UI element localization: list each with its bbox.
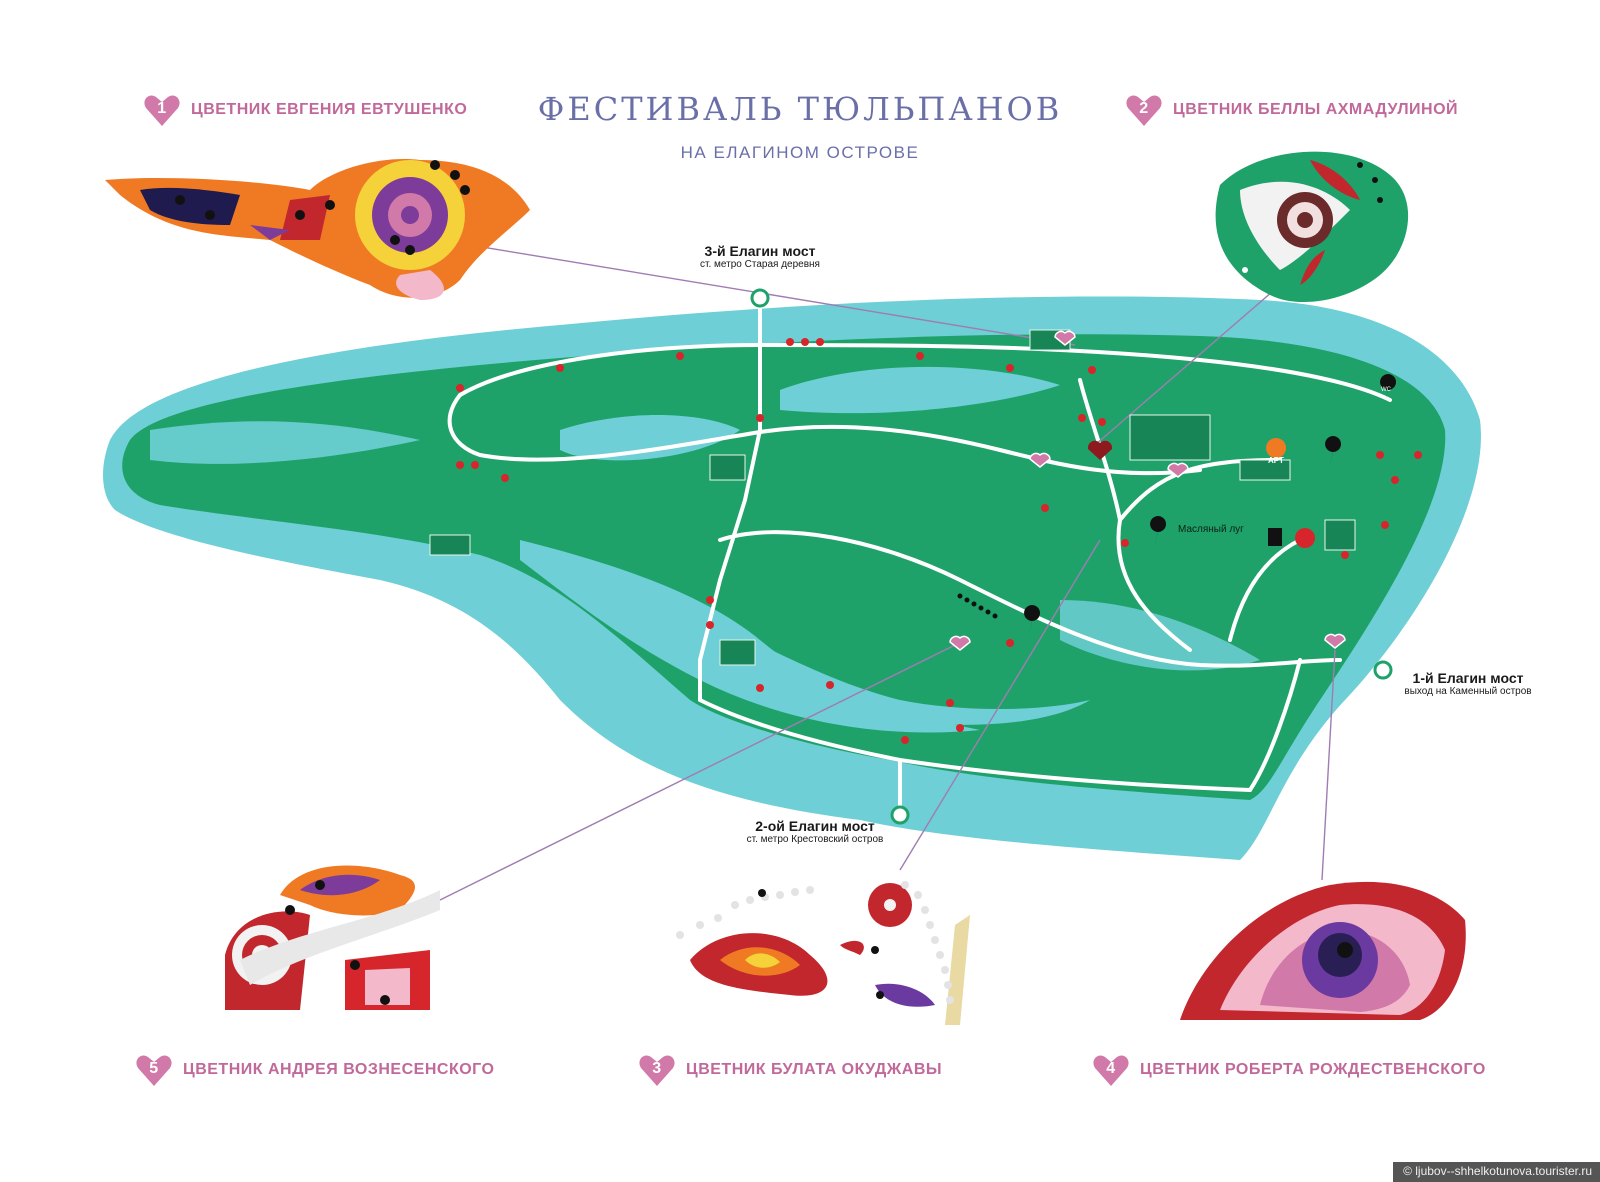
bridge-name: 1-й Елагин мост xyxy=(1412,670,1524,686)
flower-bed-illustration-2 xyxy=(1215,151,1409,303)
bridge-2-label[interactable]: 2-ой Елагин мост ст. метро Крестовский о… xyxy=(715,818,915,845)
flower-bed-illustration-1 xyxy=(105,159,530,300)
bridge-name: 2-ой Елагин мост xyxy=(755,818,875,834)
flower-bed-illustration-4 xyxy=(1180,881,1466,1020)
bed-title-1[interactable]: 1 ЦВЕТНИК ЕВГЕНИЯ ЕВТУШЕНКО xyxy=(143,92,467,128)
bridge-subtitle: выход на Каменный остров xyxy=(1404,686,1532,697)
flower-bed-illustration-3 xyxy=(676,881,970,1025)
bed-title-2[interactable]: 2 ЦВЕТНИК БЕЛЛЫ АХМАДУЛИНОЙ xyxy=(1125,92,1458,128)
tulip-badge-icon: 4 xyxy=(1092,1052,1130,1088)
bridge-1-label[interactable]: 1-й Елагин мост выход на Каменный остров xyxy=(1378,670,1558,697)
art-label: АРТ xyxy=(1268,456,1284,465)
bed-label: ЦВЕТНИК БУЛАТА ОКУДЖАВЫ xyxy=(686,1061,943,1078)
tulip-badge-icon: 5 xyxy=(135,1052,173,1088)
bed-title-4[interactable]: 4 ЦВЕТНИК РОБЕРТА РОЖДЕСТВЕНСКОГО xyxy=(1092,1052,1486,1088)
bed-label: ЦВЕТНИК АНДРЕЯ ВОЗНЕСЕНСКОГО xyxy=(183,1061,495,1078)
art-pin-icon[interactable] xyxy=(1266,438,1287,476)
festival-subtitle: НА ЕЛАГИНОМ ОСТРОВЕ xyxy=(680,143,920,162)
park-paths xyxy=(447,298,1392,812)
buildings xyxy=(429,329,1356,666)
map-badge-5 xyxy=(949,635,971,651)
festival-title: ФЕСТИВАЛЬ ТЮЛЬПАНОВ xyxy=(537,90,1063,128)
bridge-name: 3-й Елагин мост xyxy=(704,243,816,259)
watermark: © ljubov--shhelkotunova.tourister.ru xyxy=(1393,1162,1600,1182)
bed-number: 4 xyxy=(1106,1060,1116,1077)
bridge-3-marker[interactable] xyxy=(750,288,770,308)
lake-west xyxy=(150,421,420,464)
flower-icon xyxy=(1295,528,1315,548)
tulip-badge-icon: 3 xyxy=(638,1052,676,1088)
bridge-3-label[interactable]: 3-й Елагин мост ст. метро Старая деревня xyxy=(660,243,860,270)
bed-title-3[interactable]: 3 ЦВЕТНИК БУЛАТА ОКУДЖАВЫ xyxy=(638,1052,942,1088)
wc-pin xyxy=(1380,374,1397,406)
map-badge-1 xyxy=(1054,330,1076,346)
tulip-markers xyxy=(456,338,1422,744)
d-logo-icon xyxy=(1268,528,1282,546)
dotted-trail xyxy=(957,593,998,619)
lake-central xyxy=(560,415,740,461)
bed-title-5[interactable]: 5 ЦВЕТНИК АНДРЕЯ ВОЗНЕСЕНСКОГО xyxy=(135,1052,494,1088)
heart-icon xyxy=(1087,440,1113,460)
map-badge-3 xyxy=(1167,462,1189,478)
bed-number: 2 xyxy=(1139,100,1149,117)
wc-pins[interactable] xyxy=(1024,374,1397,637)
bridge-2-marker[interactable] xyxy=(890,805,910,825)
meadow-label: Масляный луг xyxy=(1178,524,1244,535)
lake-east xyxy=(1060,600,1260,671)
bed-label: ЦВЕТНИК ЕВГЕНИЯ ЕВТУШЕНКО xyxy=(191,101,468,118)
wc-label: WC xyxy=(1381,387,1391,393)
flower-bed-illustration-5 xyxy=(225,865,440,1010)
wc-pin xyxy=(1325,436,1342,468)
wc-pin xyxy=(1024,605,1041,637)
tulip-badge-icon: 1 xyxy=(143,92,181,128)
bridge-subtitle: ст. метро Старая деревня xyxy=(700,259,820,270)
map-bed-badges[interactable] xyxy=(949,330,1346,651)
wc-pin xyxy=(1150,516,1167,548)
bed-number: 3 xyxy=(652,1060,662,1077)
bed-label: ЦВЕТНИК БЕЛЛЫ АХМАДУЛИНОЙ xyxy=(1173,101,1459,118)
lake-north xyxy=(780,366,1060,414)
tulip-badge-icon: 2 xyxy=(1125,92,1163,128)
bed-number: 5 xyxy=(149,1060,159,1077)
map-badge-2 xyxy=(1029,452,1051,468)
bridge-1-marker[interactable] xyxy=(1373,660,1393,680)
bed-number: 1 xyxy=(157,100,167,117)
island-land xyxy=(122,334,1446,800)
canal-south xyxy=(520,540,980,733)
map-badge-4 xyxy=(1324,633,1346,649)
bridge-subtitle: ст. метро Крестовский остров xyxy=(746,834,884,845)
canal-south-2 xyxy=(700,620,1090,725)
bed-connector-lines xyxy=(439,244,1336,901)
bed-label: ЦВЕТНИК РОБЕРТА РОЖДЕСТВЕНСКОГО xyxy=(1140,1061,1486,1078)
